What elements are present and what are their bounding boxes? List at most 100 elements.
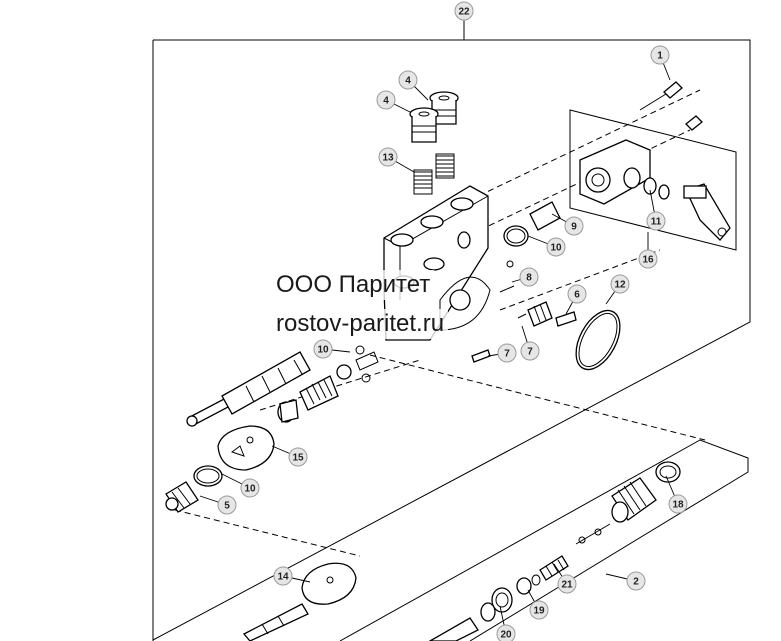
callout-6: 6 xyxy=(565,284,587,315)
bolt-1-upper xyxy=(639,81,683,111)
end-cover xyxy=(579,139,651,205)
callout-1: 1 xyxy=(650,45,671,81)
callout-7: 7 xyxy=(487,343,517,363)
spool-spring xyxy=(299,375,339,411)
callout-4: 4 xyxy=(398,70,429,101)
callout-bubble xyxy=(217,495,237,515)
callout-bubble xyxy=(650,45,670,65)
spring-21 xyxy=(539,555,569,581)
callout-19: 19 xyxy=(527,589,549,620)
callout-22: 22 xyxy=(454,1,474,38)
watermark-company: ООО Паритет xyxy=(272,270,435,300)
spool-cap-15 xyxy=(217,425,275,471)
callout-number: 2 xyxy=(633,577,639,588)
callout-bubble xyxy=(273,566,293,586)
callout-number: 12 xyxy=(614,280,626,291)
callout-bubble xyxy=(519,267,539,287)
callout-bubble xyxy=(313,339,333,359)
detent-parts xyxy=(336,345,379,383)
spring-13-right xyxy=(435,153,455,179)
lever-handle xyxy=(683,183,731,241)
spring-9 xyxy=(529,201,561,231)
callout-bubble xyxy=(567,284,587,304)
callout-bubble xyxy=(529,600,549,620)
callout-7: 7 xyxy=(520,325,540,361)
callout-bubble xyxy=(496,624,516,641)
callout-15: 15 xyxy=(271,445,308,467)
callout-bubble xyxy=(668,494,688,514)
callout-number: 10 xyxy=(244,484,256,495)
callout-12: 12 xyxy=(605,274,630,305)
callout-11: 11 xyxy=(646,189,666,231)
callout-bubble xyxy=(546,237,566,257)
spool-end-housing xyxy=(611,477,657,523)
callout-5: 5 xyxy=(199,495,237,515)
callout-bubble xyxy=(288,447,308,467)
callout-number: 18 xyxy=(672,500,684,511)
callout-number: 8 xyxy=(526,273,532,284)
washer-19 xyxy=(516,574,541,595)
callout-bubble xyxy=(564,216,584,236)
callout-4: 4 xyxy=(376,90,411,113)
callout-number: 9 xyxy=(571,222,577,233)
callout-8: 8 xyxy=(511,267,539,287)
callout-14: 14 xyxy=(273,566,311,586)
callout-bubble xyxy=(638,249,658,269)
callout-9: 9 xyxy=(551,213,584,236)
callout-number: 1 xyxy=(657,51,663,62)
spool-cap-14 xyxy=(301,562,357,605)
callout-bubble xyxy=(646,211,666,231)
callout-bubble xyxy=(454,1,474,21)
callout-number: 4 xyxy=(383,96,389,107)
callout-bubble xyxy=(626,571,646,591)
callout-number: 21 xyxy=(561,580,573,591)
subassembly-frame-16 xyxy=(569,109,737,251)
o-ring-10-lower xyxy=(193,465,223,487)
spool xyxy=(186,351,311,427)
snap-rings-11 xyxy=(643,177,670,200)
callout-number: 4 xyxy=(405,76,411,87)
callout-16: 16 xyxy=(638,232,658,269)
callout-21: 21 xyxy=(553,563,577,594)
o-ring-10-upper xyxy=(503,225,529,247)
spool-shaft-lower xyxy=(242,603,309,641)
callout-bubble xyxy=(376,90,396,110)
callout-bubble xyxy=(240,478,260,498)
seal-ring-12 xyxy=(575,309,621,371)
callout-bubble xyxy=(378,147,398,167)
bolt-1-lower xyxy=(685,115,703,131)
callout-number: 14 xyxy=(277,572,289,583)
washer-and-retainer xyxy=(277,399,299,423)
callout-13: 13 xyxy=(378,147,415,173)
callout-number: 10 xyxy=(550,243,562,254)
callout-10: 10 xyxy=(313,339,351,359)
callout-number: 6 xyxy=(574,290,580,301)
callout-bubble xyxy=(520,341,540,361)
callout-10: 10 xyxy=(221,473,260,498)
callout-10: 10 xyxy=(527,235,566,257)
callout-number: 22 xyxy=(458,7,470,18)
callout-number: 11 xyxy=(651,217,662,228)
callout-number: 5 xyxy=(224,501,230,512)
seal-20 xyxy=(428,587,513,641)
callout-number: 7 xyxy=(527,347,533,358)
callout-bubble xyxy=(497,343,517,363)
callout-bubble xyxy=(557,574,577,594)
callout-20: 20 xyxy=(496,605,516,641)
callout-number: 20 xyxy=(500,630,512,641)
callout-number: 7 xyxy=(504,349,510,360)
assembly-guide-lines xyxy=(174,89,706,557)
spring-detent xyxy=(527,301,553,327)
callout-number: 15 xyxy=(292,453,304,464)
spring-13-left xyxy=(413,169,433,195)
cap-18 xyxy=(655,461,681,483)
callout-2: 2 xyxy=(605,571,646,591)
callout-18: 18 xyxy=(665,475,688,514)
stem-parts xyxy=(575,523,611,545)
callout-number: 10 xyxy=(317,345,329,356)
pin-8 xyxy=(499,260,515,293)
callout-number: 19 xyxy=(533,606,545,617)
callout-number: 13 xyxy=(382,153,394,164)
relief-cartridge-4-lower xyxy=(409,107,439,143)
